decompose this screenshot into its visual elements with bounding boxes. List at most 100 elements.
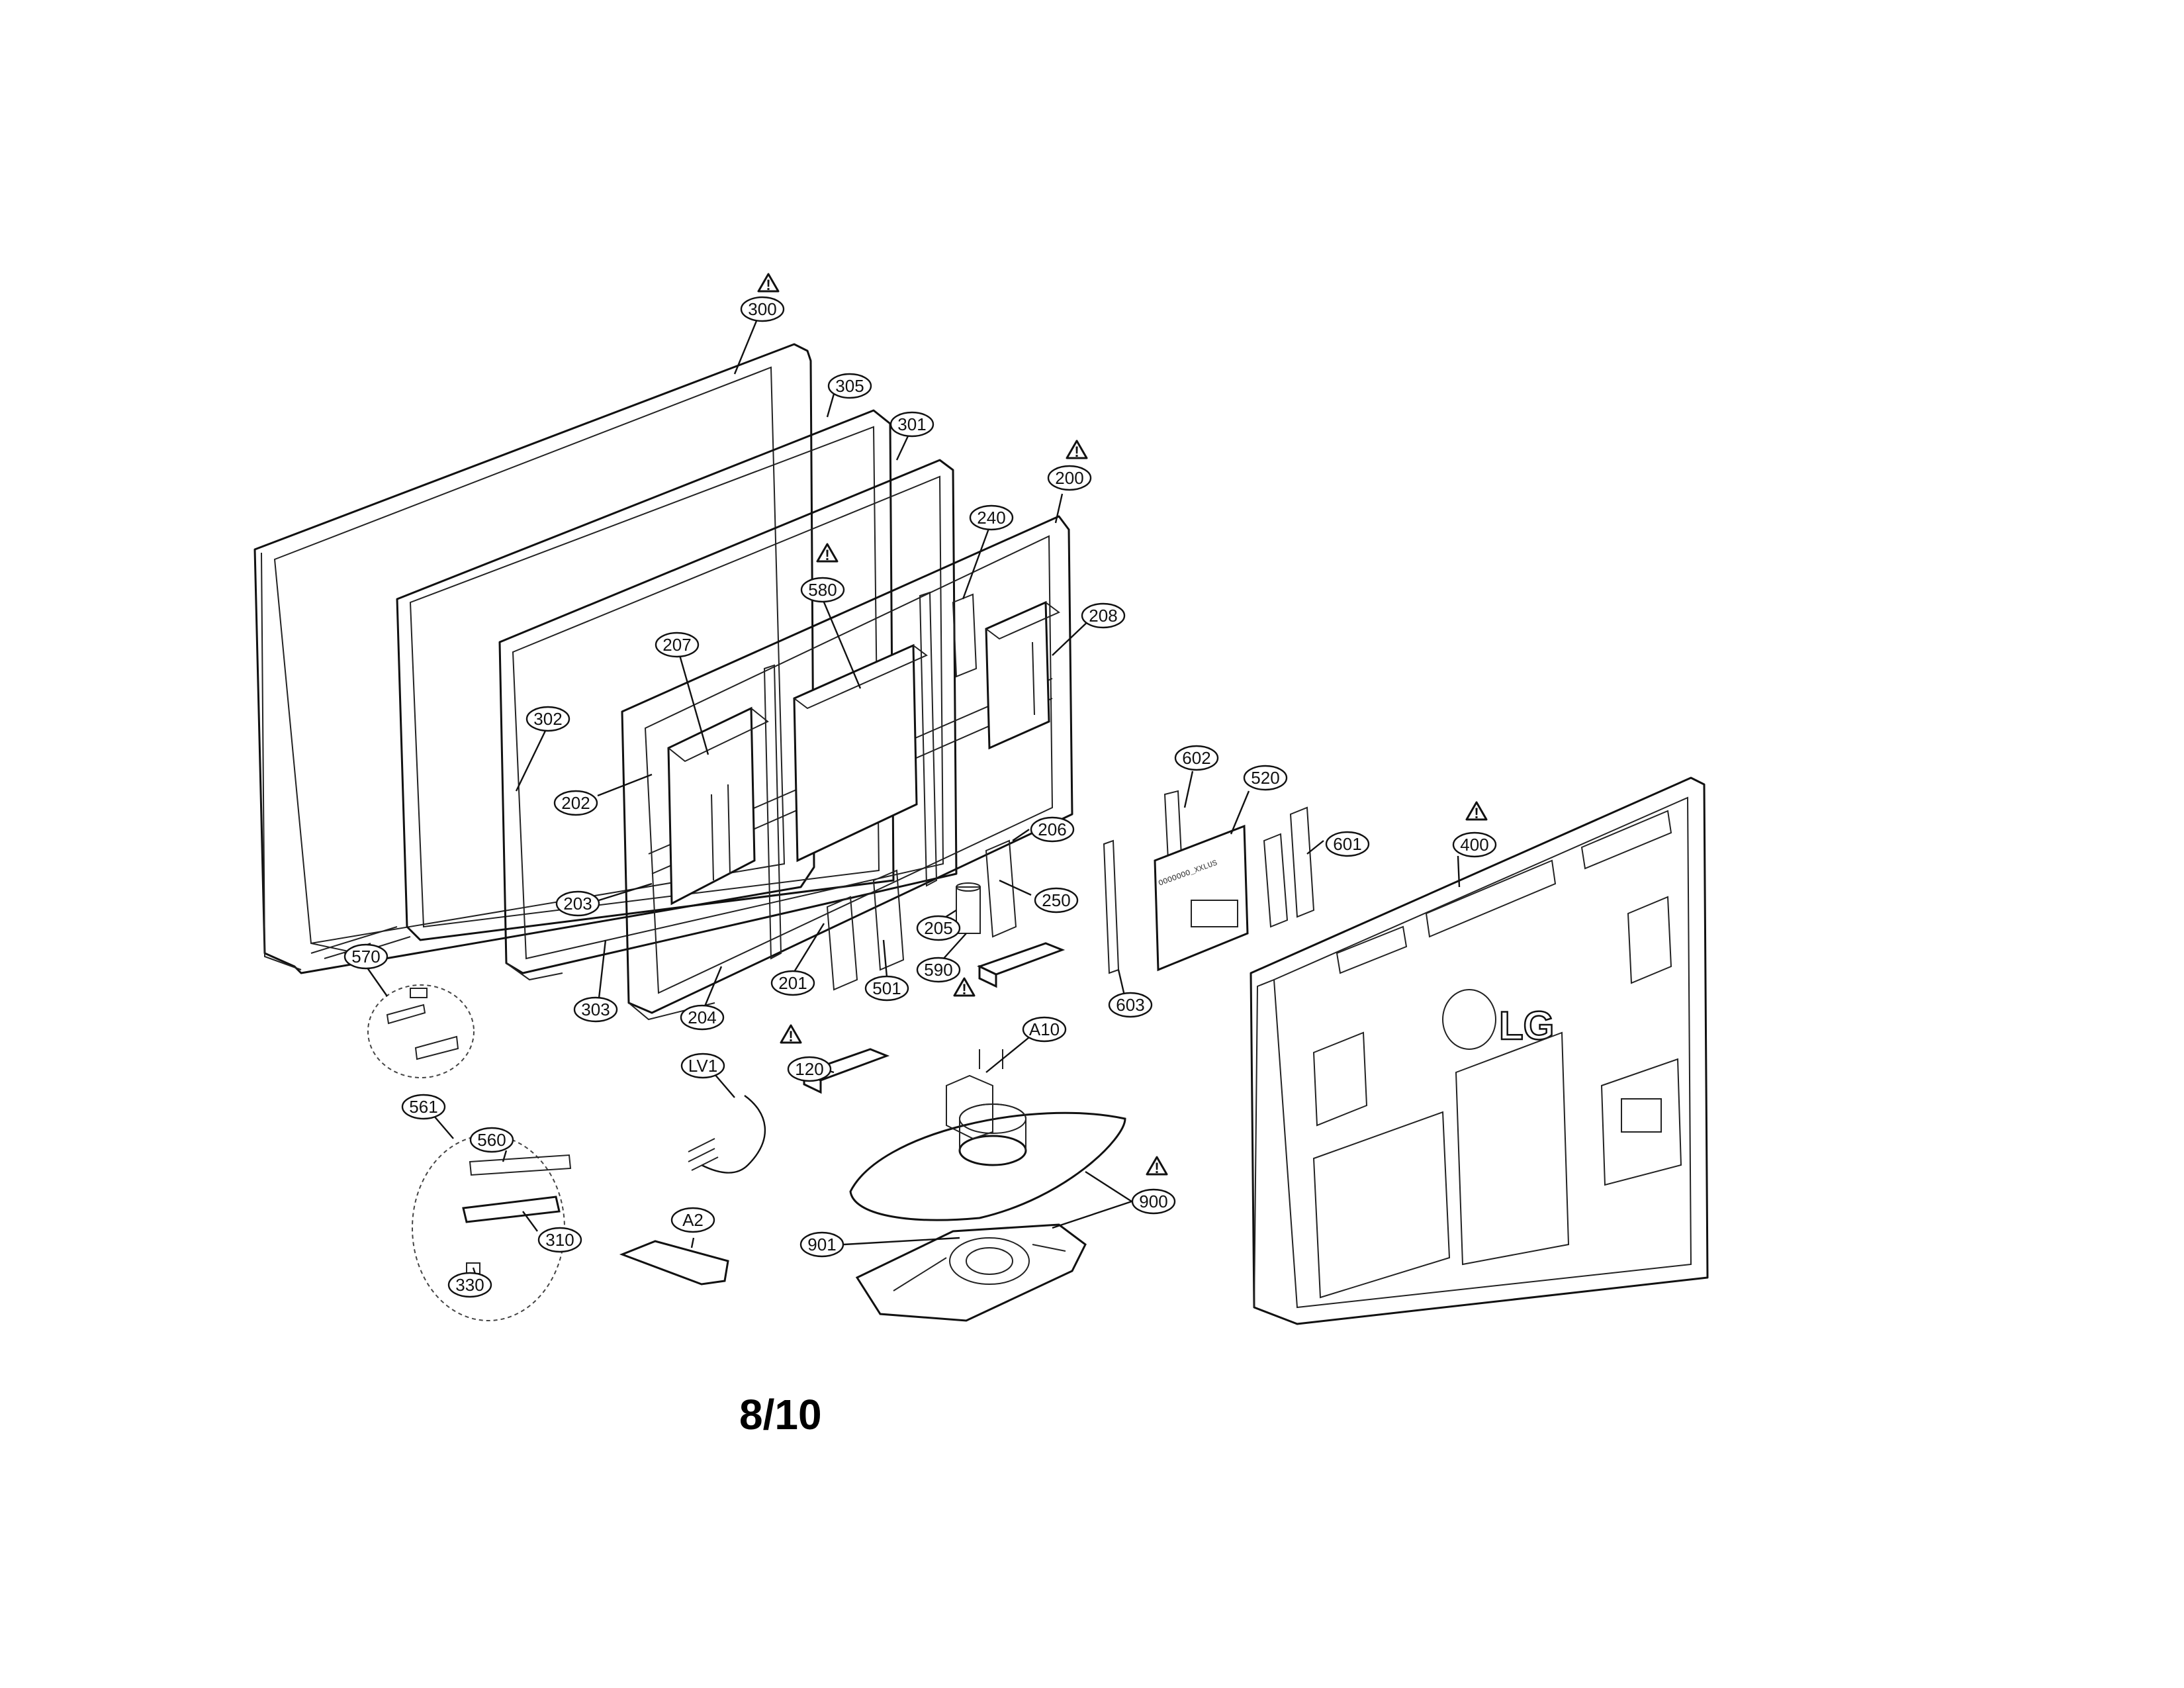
- callout-303: 303: [573, 996, 618, 1023]
- svg-text:203: 203: [563, 894, 592, 914]
- svg-text:120: 120: [795, 1059, 823, 1079]
- warning-icon: !: [1066, 440, 1088, 460]
- svg-text:202: 202: [561, 793, 590, 813]
- callout-206: 206: [1030, 816, 1075, 843]
- svg-text:!: !: [1474, 805, 1479, 821]
- svg-text:A10: A10: [1029, 1019, 1060, 1039]
- callout-602: 602: [1174, 745, 1219, 771]
- base-901: [855, 1223, 1087, 1322]
- warning-icon: !: [1146, 1156, 1168, 1176]
- callout-203: 203: [555, 890, 600, 917]
- svg-text:561: 561: [409, 1097, 437, 1117]
- svg-text:LV1: LV1: [688, 1056, 717, 1076]
- svg-text:!: !: [788, 1028, 793, 1045]
- svg-text:!: !: [1154, 1160, 1159, 1176]
- callout-570: 570: [343, 943, 388, 970]
- page-number: 8/10: [739, 1391, 822, 1438]
- detail-circle-561: [412, 1135, 572, 1321]
- svg-text:!: !: [825, 547, 829, 563]
- callout-400: 400: [1452, 831, 1497, 858]
- callout-901: 901: [799, 1231, 844, 1258]
- callout-300: 300: [740, 296, 785, 322]
- svg-text:570: 570: [351, 947, 380, 966]
- callout-603: 603: [1108, 992, 1153, 1018]
- warning-icon: !: [816, 543, 839, 563]
- callout-501: 501: [864, 975, 909, 1002]
- svg-text:208: 208: [1089, 606, 1117, 626]
- callout-120: 120: [787, 1056, 832, 1082]
- callout-201: 201: [770, 970, 815, 996]
- callout-560: 560: [469, 1127, 514, 1153]
- svg-text:580: 580: [808, 580, 837, 600]
- svg-text:206: 206: [1038, 820, 1066, 839]
- svg-text:301: 301: [897, 414, 926, 434]
- callout-bubbles: 300 305 301 200 240 580 208 207 302 202 …: [343, 296, 1497, 1298]
- svg-text:302: 302: [533, 709, 562, 729]
- detail-circle-570: [367, 984, 475, 1078]
- callout-305: 305: [827, 373, 872, 399]
- cable-LV1: [688, 1095, 766, 1174]
- callout-330: 330: [447, 1272, 492, 1298]
- callout-900: 900: [1131, 1188, 1176, 1215]
- svg-text:520: 520: [1251, 768, 1279, 788]
- svg-text:204: 204: [688, 1008, 716, 1027]
- callout-310: 310: [537, 1227, 582, 1253]
- svg-text:602: 602: [1182, 748, 1210, 768]
- display-panel-301: [498, 459, 958, 981]
- svg-text:!: !: [1074, 444, 1079, 460]
- svg-text:310: 310: [545, 1230, 574, 1250]
- callout-302: 302: [525, 706, 570, 732]
- svg-text:207: 207: [662, 635, 691, 655]
- callout-240: 240: [969, 504, 1014, 531]
- callout-200: 200: [1047, 465, 1092, 491]
- svg-text:901: 901: [807, 1235, 836, 1254]
- side-boards: OOOOOOO_XXLUS: [1103, 790, 1315, 974]
- svg-text:900: 900: [1139, 1192, 1167, 1211]
- callout-250: 250: [1034, 887, 1079, 914]
- front-bezel-300: [253, 343, 815, 974]
- svg-text:590: 590: [924, 960, 952, 980]
- svg-text:201: 201: [778, 973, 807, 993]
- callout-520: 520: [1243, 765, 1288, 791]
- svg-text:250: 250: [1042, 890, 1070, 910]
- warning-icon: !: [953, 977, 976, 998]
- callout-205: 205: [916, 915, 961, 941]
- svg-text:240: 240: [977, 508, 1005, 528]
- filter-glass-305: [396, 409, 895, 941]
- svg-text:305: 305: [835, 376, 864, 396]
- svg-text:330: 330: [455, 1275, 484, 1295]
- callout-561: 561: [401, 1094, 446, 1120]
- svg-text:A2: A2: [682, 1210, 704, 1230]
- svg-text:!: !: [766, 277, 770, 293]
- part-A2: [619, 1240, 729, 1286]
- warning-icon: !: [757, 273, 780, 293]
- callout-208: 208: [1081, 602, 1126, 629]
- callout-202: 202: [553, 790, 598, 816]
- svg-text:601: 601: [1333, 834, 1361, 854]
- rear-chassis-200: [621, 515, 1073, 1021]
- svg-text:603: 603: [1116, 995, 1144, 1015]
- warning-icons: ! ! ! ! ! ! !: [757, 273, 1488, 1176]
- callout-301: 301: [889, 411, 934, 438]
- svg-text:560: 560: [477, 1130, 506, 1150]
- callout-204: 204: [680, 1004, 725, 1031]
- warning-icon: !: [780, 1024, 802, 1045]
- callout-590: 590: [916, 957, 961, 983]
- svg-text:!: !: [962, 981, 966, 998]
- callout-207: 207: [655, 632, 700, 658]
- svg-text:300: 300: [748, 299, 776, 319]
- svg-text:200: 200: [1055, 468, 1083, 488]
- callout-LV1: LV1: [680, 1053, 725, 1079]
- brand-logo: LG: [1499, 1004, 1554, 1048]
- callout-A10: A10: [1022, 1016, 1067, 1043]
- callout-580: 580: [800, 577, 845, 603]
- warning-icon: !: [1465, 801, 1488, 821]
- callout-601: 601: [1325, 831, 1370, 857]
- svg-text:205: 205: [924, 918, 952, 938]
- svg-text:303: 303: [581, 1000, 610, 1019]
- svg-text:501: 501: [872, 978, 901, 998]
- callout-A2: A2: [670, 1207, 715, 1233]
- back-cover-400: LG: [1250, 776, 1709, 1325]
- stand-900: [849, 1103, 1126, 1221]
